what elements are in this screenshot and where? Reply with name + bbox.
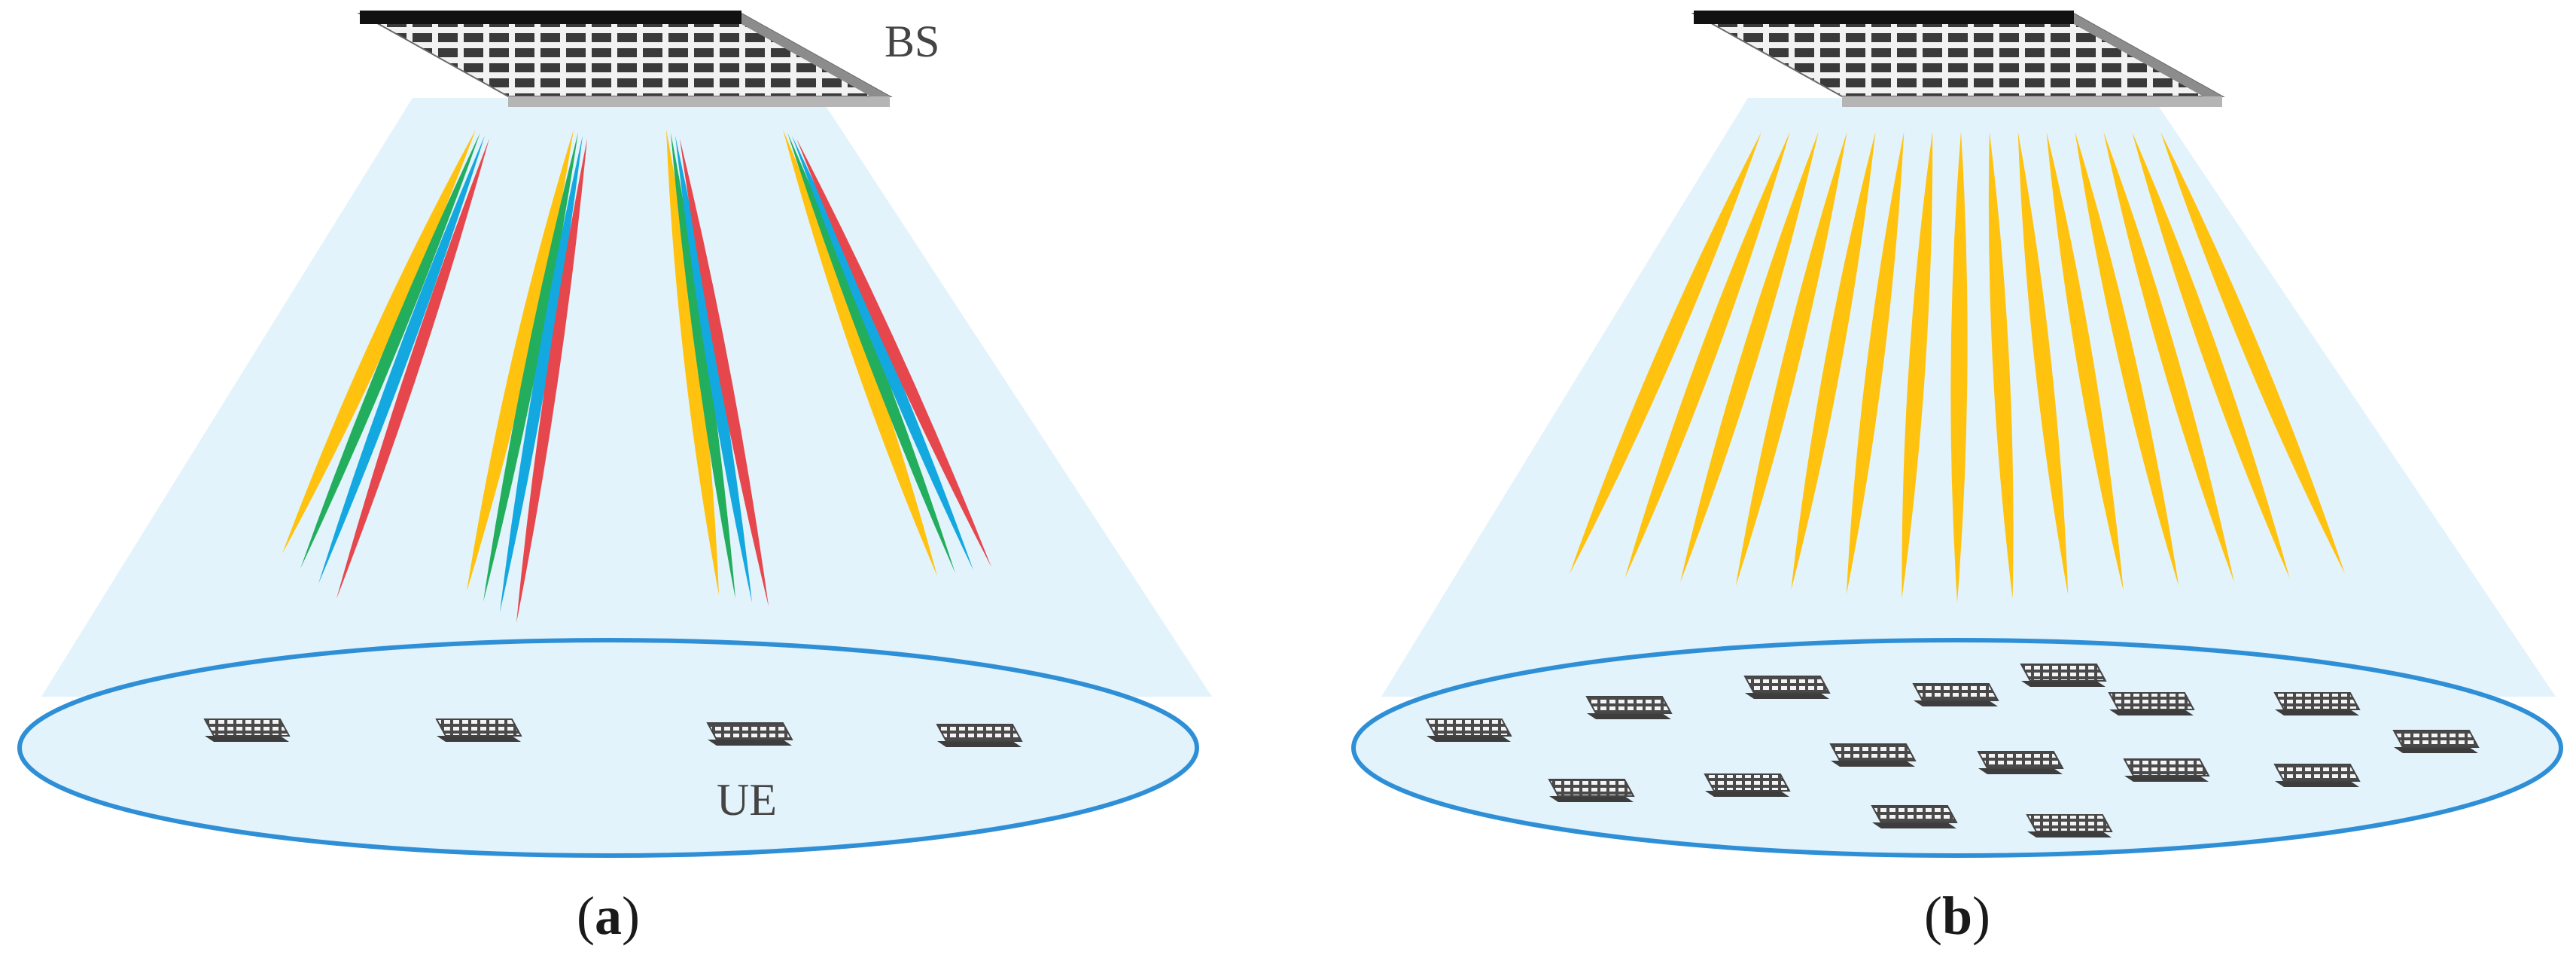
beam-b-4 <box>1735 132 1847 587</box>
ue-b-4 <box>1912 683 1999 706</box>
beam-b-1 <box>1570 132 1761 574</box>
beam-a-2-red <box>516 139 587 623</box>
panel-a: BS UE (a) <box>17 11 1212 946</box>
panel-b: (b) <box>1351 11 2563 946</box>
beam-a-1-red <box>336 139 489 599</box>
beam-a-1-green <box>300 133 480 569</box>
ue-b-9 <box>1548 779 1635 802</box>
beam-a-4-green <box>787 133 955 573</box>
beam-a-2-blue <box>500 136 583 612</box>
beam-a-1-yellow <box>282 130 476 554</box>
ue-devices-a <box>203 718 1023 747</box>
ue-b-12 <box>1977 751 2064 774</box>
ue-b-1 <box>1425 718 1512 742</box>
beam-a-3-blue <box>675 136 752 603</box>
beam-b-13 <box>2103 132 2234 582</box>
ue-b-6 <box>2108 692 2195 715</box>
beam-b-15 <box>2160 132 2345 574</box>
beam-b-14 <box>2132 132 2290 578</box>
bs-label: BS <box>885 17 939 66</box>
beam-a-3-red <box>680 139 769 606</box>
beam-b-6 <box>1846 132 1905 595</box>
bs-antenna-panel-b <box>1691 11 2225 107</box>
ue-b-2 <box>1585 696 1673 719</box>
beam-b-8 <box>1950 132 1968 603</box>
beams-b <box>1570 132 2345 603</box>
ue-b-16 <box>2026 814 2113 837</box>
beam-groups-a <box>282 130 991 623</box>
beam-a-1-blue <box>318 136 485 584</box>
ue-devices-b <box>1425 664 2480 837</box>
ue-b-14 <box>2273 764 2361 787</box>
ue-label: UE <box>717 775 777 825</box>
ue-b-15 <box>1871 805 1958 828</box>
beam-b-12 <box>2075 132 2179 587</box>
ue-a-1 <box>203 718 291 742</box>
beam-b-7 <box>1902 132 1933 599</box>
beam-a-4-red <box>796 139 991 567</box>
beam-a-3-yellow <box>666 130 719 595</box>
beam-a-2-green <box>483 133 578 602</box>
ue-area-ellipse-b <box>1351 638 2563 858</box>
coverage-cone-b <box>1381 98 2556 697</box>
beam-b-2 <box>1624 132 1790 578</box>
beam-a-4-yellow <box>783 130 937 576</box>
ue-b-11 <box>1829 743 1917 767</box>
ue-a-2 <box>435 718 522 742</box>
ue-b-3 <box>1743 676 1831 699</box>
ue-b-8 <box>2392 730 2480 753</box>
coverage-cone-a <box>41 98 1212 697</box>
ue-b-10 <box>1704 773 1791 797</box>
beam-b-9 <box>1988 132 2014 599</box>
caption-a: (a) <box>577 886 640 946</box>
bs-antenna-panel-a <box>357 11 893 107</box>
ue-b-7 <box>2273 692 2361 715</box>
ue-area-ellipse-a <box>17 638 1199 858</box>
ue-a-4 <box>936 724 1023 747</box>
beam-a-2-yellow <box>467 130 574 591</box>
beam-b-3 <box>1680 132 1819 582</box>
caption-b: (b) <box>1924 886 1990 946</box>
beam-b-10 <box>2017 132 2069 595</box>
ue-b-13 <box>2123 758 2210 782</box>
beam-b-5 <box>1791 132 1876 590</box>
ue-b-5 <box>2020 664 2107 687</box>
beam-a-3-green <box>671 133 735 599</box>
beam-b-11 <box>2046 132 2124 590</box>
beam-a-4-blue <box>792 136 973 570</box>
ue-a-3 <box>706 722 793 746</box>
